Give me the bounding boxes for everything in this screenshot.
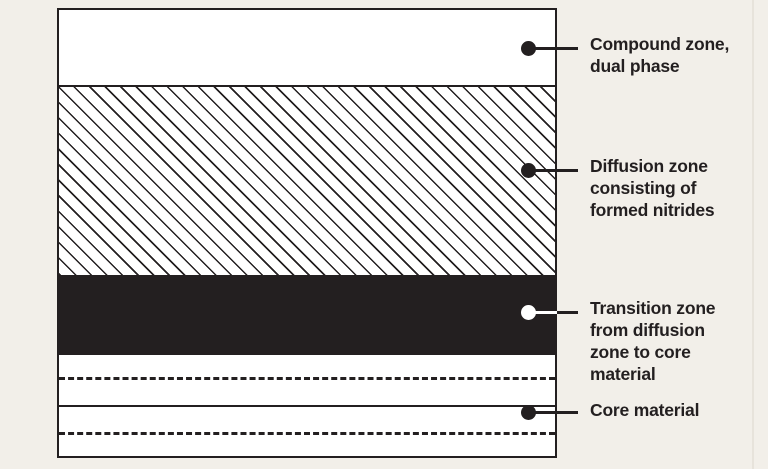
marker-dot-compound-zone	[521, 41, 536, 56]
zone-core-lower	[59, 405, 555, 456]
callout-label-core-material: Core material	[590, 400, 700, 420]
leader-line-core-material	[531, 411, 578, 414]
callout-label-compound-zone: Compound zone, dual phase	[590, 34, 730, 76]
zone-transition	[59, 277, 555, 355]
specimen-cross-section-box	[57, 8, 557, 458]
leader-line-transition-zone-outer	[557, 311, 578, 314]
marker-dot-diffusion-zone	[521, 163, 536, 178]
marker-dot-core-material	[521, 405, 536, 420]
leader-line-transition-zone-inner	[531, 311, 557, 314]
rule-dashed-lower	[59, 432, 555, 435]
callout-label-transition-zone: Transition zone from diffusion zone to c…	[590, 298, 716, 384]
rule-dashed-upper	[59, 377, 555, 380]
zone-core-upper	[59, 355, 555, 405]
page-seam-divider	[752, 0, 754, 469]
zone-diffusion	[59, 85, 555, 277]
leader-line-diffusion-zone	[531, 169, 578, 172]
leader-line-compound-zone	[531, 47, 578, 50]
callout-label-diffusion-zone: Diffusion zone consisting of formed nitr…	[590, 156, 715, 220]
rule-solid-core	[59, 405, 555, 407]
marker-dot-transition-zone	[521, 305, 536, 320]
zone-compound	[59, 10, 555, 85]
